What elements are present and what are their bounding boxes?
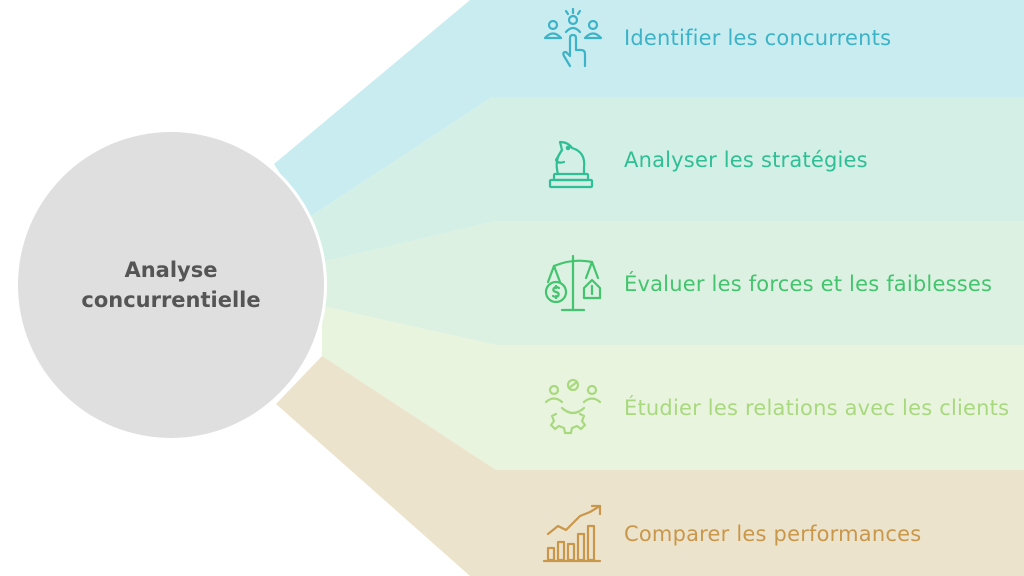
item-label: Identifier les concurrents [624, 25, 892, 50]
item-label: Comparer les performances [624, 521, 922, 546]
bar-chart-growth-icon [542, 504, 602, 563]
team-gear-icon [544, 378, 602, 435]
item-label: Évaluer les forces et les faiblesses [624, 271, 993, 296]
band-analyser [308, 97, 1024, 262]
item-label: Analyser les stratégies [624, 147, 868, 172]
item-label: Étudier les relations avec les clients [624, 395, 1010, 420]
band-identifier [274, 0, 1024, 218]
chess-knight-icon [548, 140, 594, 189]
people-pointing-hand-icon [543, 8, 603, 68]
central-title: Analyse concurrentielle [81, 258, 261, 312]
band-etudier [322, 306, 1024, 470]
band-comparer [276, 356, 1024, 576]
central-circle: Analyse concurrentielle [18, 132, 324, 438]
balance-scale-icon [544, 254, 602, 312]
band-evaluer [322, 221, 1024, 345]
